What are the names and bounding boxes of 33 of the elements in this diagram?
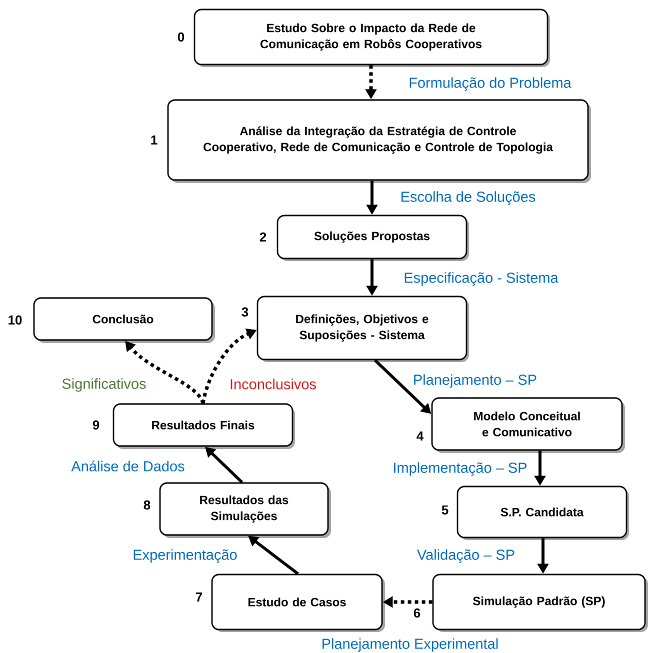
edge-label: Planejamento Experimental <box>320 637 500 653</box>
edge-label: Inconclusivos <box>228 378 318 390</box>
process-box: Estudo de Casos <box>211 574 383 630</box>
step-number: 9 <box>92 420 100 430</box>
process-box: Análise da Integração da Estratégia de Controle Cooperativo, Rede de Comunicação e Controle de Topologia <box>167 99 589 181</box>
process-box: Definições, Objetivos e Suposições - Sistema <box>256 296 468 360</box>
edge-label: Análise de Dados <box>70 460 186 472</box>
step-number: 10 <box>8 315 22 325</box>
step-number: 8 <box>144 500 150 510</box>
edge-label: Implementação – SP <box>392 461 528 477</box>
step-number: 3 <box>242 307 248 317</box>
edge-label: Planejamento – SP <box>412 373 538 389</box>
process-box: S.P. Candidata <box>456 486 628 538</box>
step-number: 4 <box>416 432 424 440</box>
step-number: 0 <box>178 32 184 42</box>
process-box: Conclusão <box>33 297 213 341</box>
step-number: 2 <box>260 232 266 242</box>
edge-label: Formulação do Problema <box>408 76 572 92</box>
edge-label: Experimentação <box>132 548 238 564</box>
step-number: 6 <box>414 608 420 618</box>
process-box: Soluções Propostas <box>276 214 468 260</box>
step-number: 5 <box>442 505 448 515</box>
process-box: Resultados das Simulações <box>159 482 329 536</box>
step-number: 7 <box>196 592 202 602</box>
process-box: Estudo Sobre o Impacto da Rede de Comunicação em Robôs Cooperativos <box>194 8 548 66</box>
edge-label: Significativos <box>60 377 148 393</box>
edge-label: Especificação - Sistema <box>402 271 560 287</box>
process-box: Resultados Finais <box>112 403 294 447</box>
edge-label: Validação – SP <box>416 548 516 564</box>
process-box: Simulação Padrão (SP) <box>432 574 646 630</box>
step-number: 1 <box>151 136 158 144</box>
process-box: Modelo Conceitual e Comunicativo <box>431 397 623 451</box>
edge-label: Escolha de Soluções <box>399 190 537 206</box>
